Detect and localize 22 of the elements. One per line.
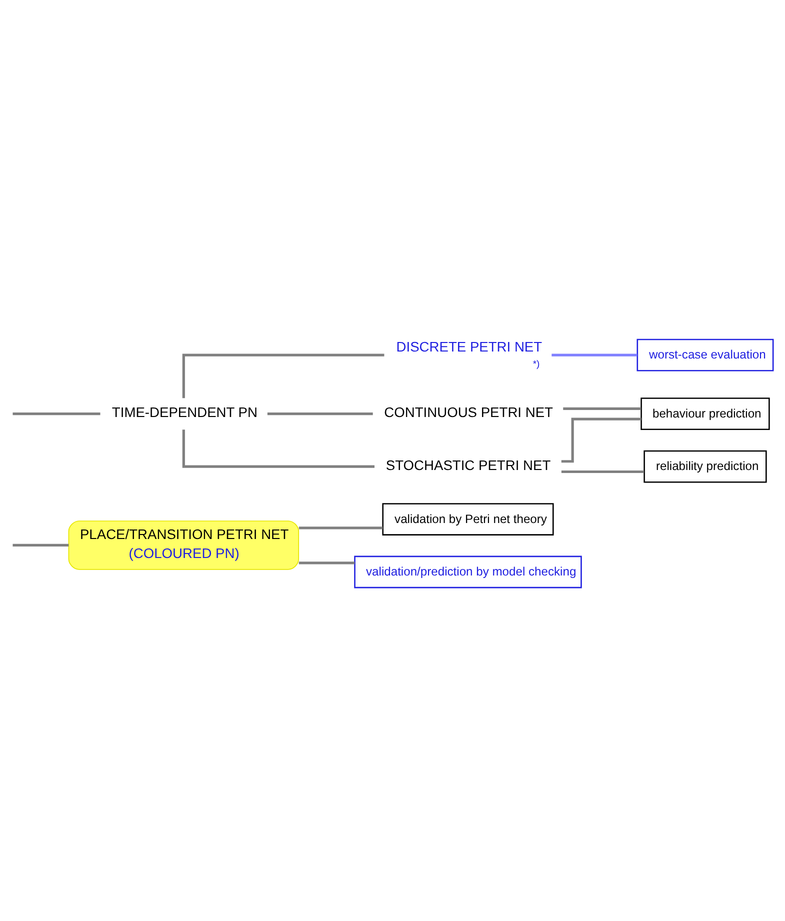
connector <box>561 470 644 474</box>
node-box: reliability prediction <box>644 450 767 483</box>
node-text: CONTINUOUS PETRI NET <box>384 404 553 420</box>
node-box: validation/prediction by model checking <box>354 556 582 588</box>
connector <box>563 407 642 410</box>
connector <box>12 544 69 546</box>
connector <box>298 526 383 530</box>
node-box: worst-case evaluation <box>636 338 774 372</box>
node-box: validation by Petri net theory <box>382 503 554 536</box>
connector <box>561 418 642 463</box>
node-text: TIME-DEPENDENT PN <box>112 404 258 420</box>
connector <box>552 354 638 356</box>
node-text: DISCRETE PETRI NET <box>396 338 542 354</box>
node-text: STOCHASTIC PETRI NET <box>386 456 551 473</box>
connector <box>182 430 374 468</box>
node-label: *) <box>532 358 540 370</box>
connector <box>298 562 355 564</box>
connector <box>267 412 373 416</box>
connector <box>182 354 384 398</box>
node-box: PLACE/TRANSITION PETRI NET (COLOURED PN) <box>68 520 300 570</box>
node-box: behaviour prediction <box>640 398 770 430</box>
connector <box>12 412 100 416</box>
